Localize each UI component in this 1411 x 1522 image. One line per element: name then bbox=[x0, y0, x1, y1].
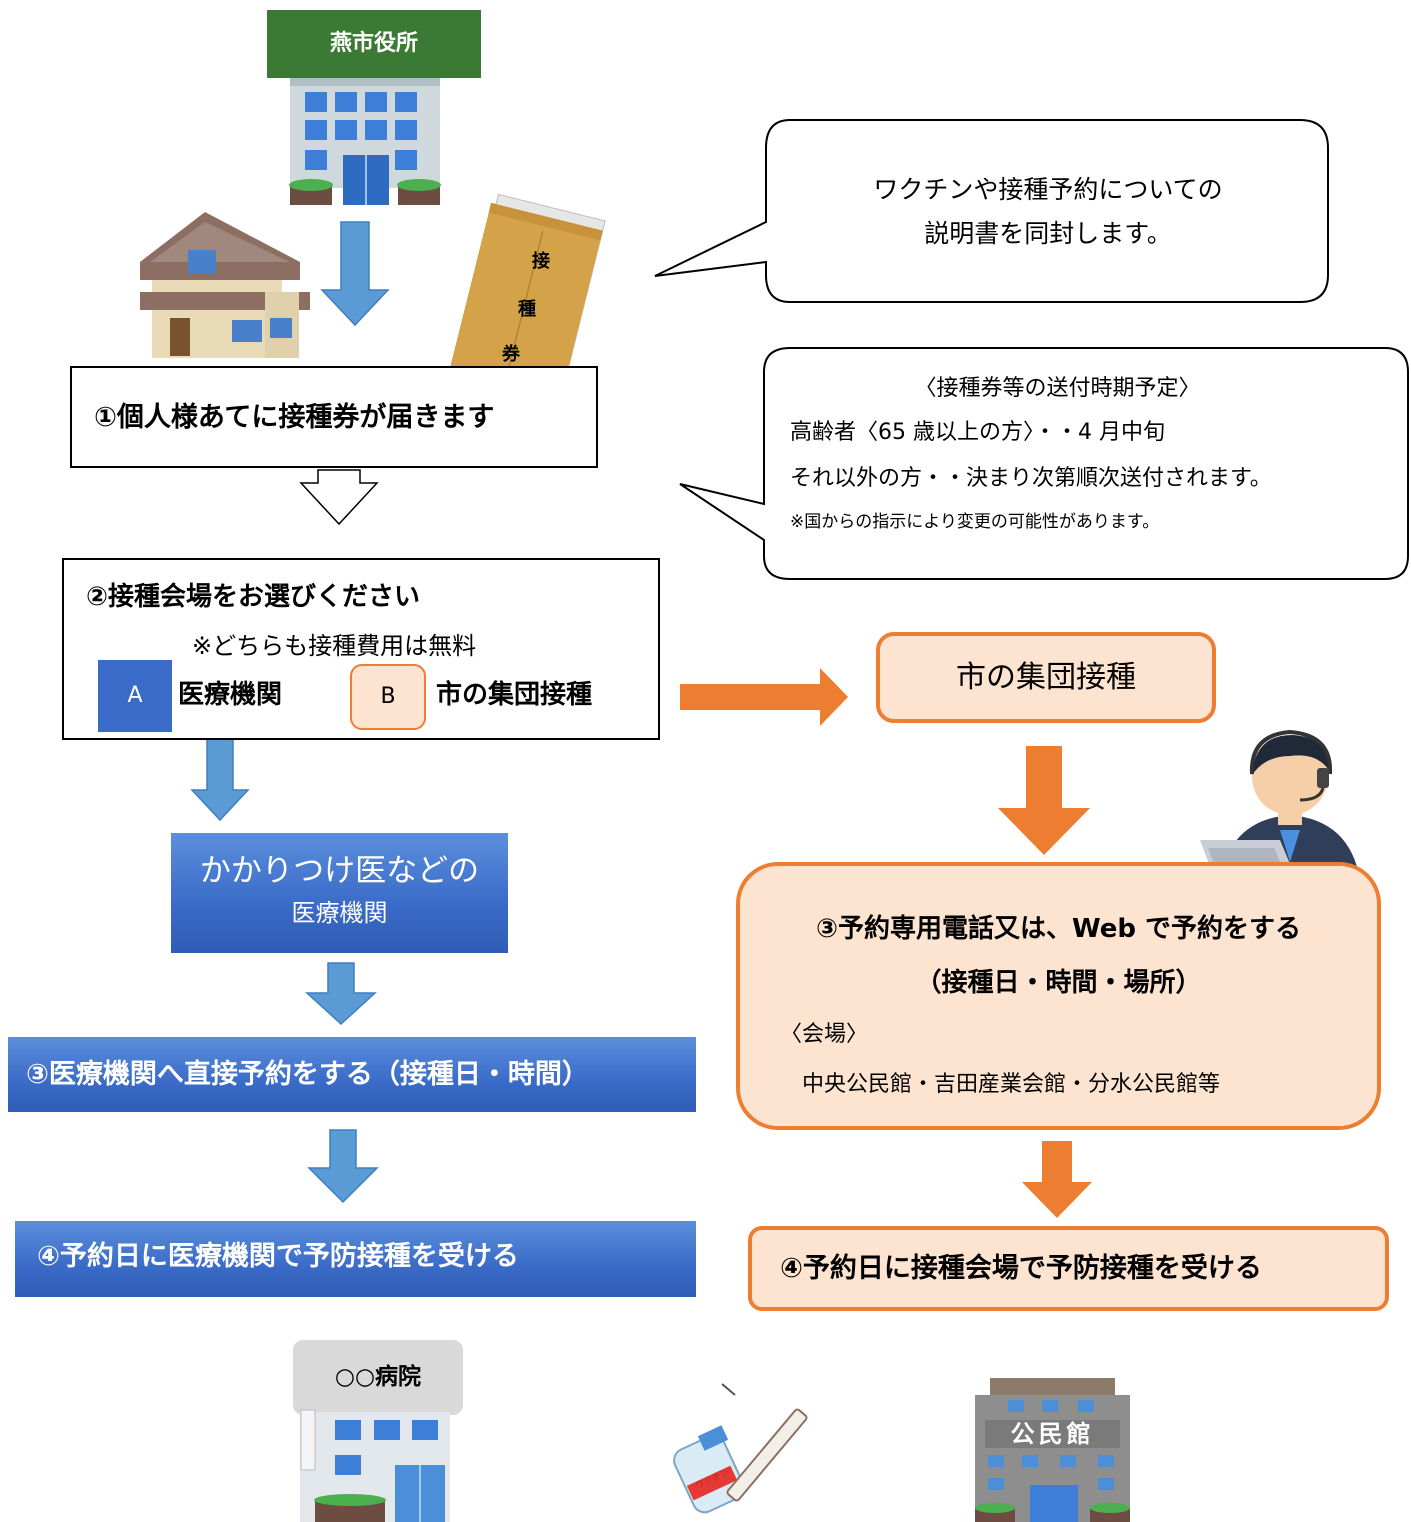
option-a-badge[interactable]: A bbox=[98, 660, 172, 732]
step-a4-box[interactable]: ④予約日に医療機関で予防接種を受ける bbox=[15, 1221, 696, 1297]
city-hall-illustration bbox=[289, 78, 441, 205]
hospital-sign: ○○病院 bbox=[334, 1364, 422, 1390]
option-b-badge[interactable]: B bbox=[350, 664, 426, 730]
vaccine-illustration bbox=[673, 1383, 808, 1514]
arrow-right-orange bbox=[680, 668, 848, 726]
arrow-down-hollow bbox=[299, 469, 379, 526]
envelope-char-1: 接 bbox=[532, 251, 550, 272]
bubble2-line1: 高齢者〈65 歳以上の方〉・・4 月中旬 bbox=[790, 420, 1165, 445]
bubble1-line1: ワクチンや接種予約についての bbox=[873, 175, 1223, 204]
group-vaccination-box[interactable]: 市の集団接種 bbox=[876, 632, 1216, 723]
bubble2-note: ※国からの指示により変更の可能性があります。 bbox=[790, 512, 1160, 532]
bubble2-line2: それ以外の方・・決まり次第順次送付されます。 bbox=[790, 466, 1272, 491]
arrow-down-4 bbox=[307, 1129, 379, 1204]
option-a-label[interactable]: 医療機関 bbox=[178, 680, 283, 710]
step2-note: ※どちらも接種費用は無料 bbox=[192, 632, 477, 660]
bubble2-text: 〈接種券等の送付時期予定〉 高齢者〈65 歳以上の方〉・・4 月中旬 それ以外の… bbox=[790, 368, 1405, 542]
clinic-line1: かかりつけ医などの bbox=[199, 853, 480, 889]
community-hall-illustration bbox=[975, 1378, 1130, 1522]
step-a3-box[interactable]: ③医療機関へ直接予約をする（接種日・時間） bbox=[8, 1037, 696, 1112]
city-hall-sign: 燕市役所 bbox=[267, 10, 481, 78]
speech-bubble-2 bbox=[679, 347, 1409, 580]
step2-title: ②接種会場をお選びください bbox=[86, 582, 421, 612]
speech-bubble-1 bbox=[654, 119, 1329, 303]
step-b3-line2: （接種日・時間・場所） bbox=[915, 968, 1202, 998]
bubble1-line2: 説明書を同封します。 bbox=[924, 219, 1172, 248]
house-illustration bbox=[140, 212, 310, 358]
arrow-down-3 bbox=[305, 962, 377, 1026]
step1-box: ①個人様あてに接種券が届きます bbox=[70, 366, 598, 468]
option-b-label[interactable]: 市の集団接種 bbox=[436, 680, 593, 710]
clinic-line2: 医療機関 bbox=[291, 899, 388, 927]
envelope-char-2: 種 bbox=[518, 299, 536, 320]
arrow-down-orange-2 bbox=[1022, 1141, 1092, 1218]
bubble2-title: 〈接種券等の送付時期予定〉 bbox=[914, 376, 1201, 401]
hospital-illustration bbox=[293, 1340, 463, 1522]
clinic-box[interactable]: かかりつけ医などの 医療機関 bbox=[171, 833, 508, 953]
step-b4-box[interactable]: ④予約日に接種会場で予防接種を受ける bbox=[748, 1226, 1389, 1311]
venue-label: 〈会場〉 bbox=[780, 1022, 869, 1047]
arrow-down-1 bbox=[320, 221, 390, 327]
community-hall-sign: 公民館 bbox=[1010, 1420, 1095, 1448]
envelope-illustration bbox=[448, 193, 606, 401]
step-b3-line1: ③予約専用電話又は、Web で予約をする bbox=[815, 914, 1302, 944]
arrow-down-2 bbox=[190, 732, 250, 822]
arrow-down-orange-1 bbox=[998, 746, 1090, 855]
bubble1-text: ワクチンや接種予約についての 説明書を同封します。 bbox=[770, 168, 1326, 256]
venue-list: 中央公民館・吉田産業会館・分水公民館等 bbox=[802, 1072, 1221, 1097]
step-b3-box: ③予約専用電話又は、Web で予約をする （接種日・時間・場所） 〈会場〉 中央… bbox=[736, 862, 1381, 1130]
step2-box: ②接種会場をお選びください ※どちらも接種費用は無料 A 医療機関 B 市の集団… bbox=[62, 558, 660, 740]
envelope-char-3: 券 bbox=[502, 344, 520, 365]
